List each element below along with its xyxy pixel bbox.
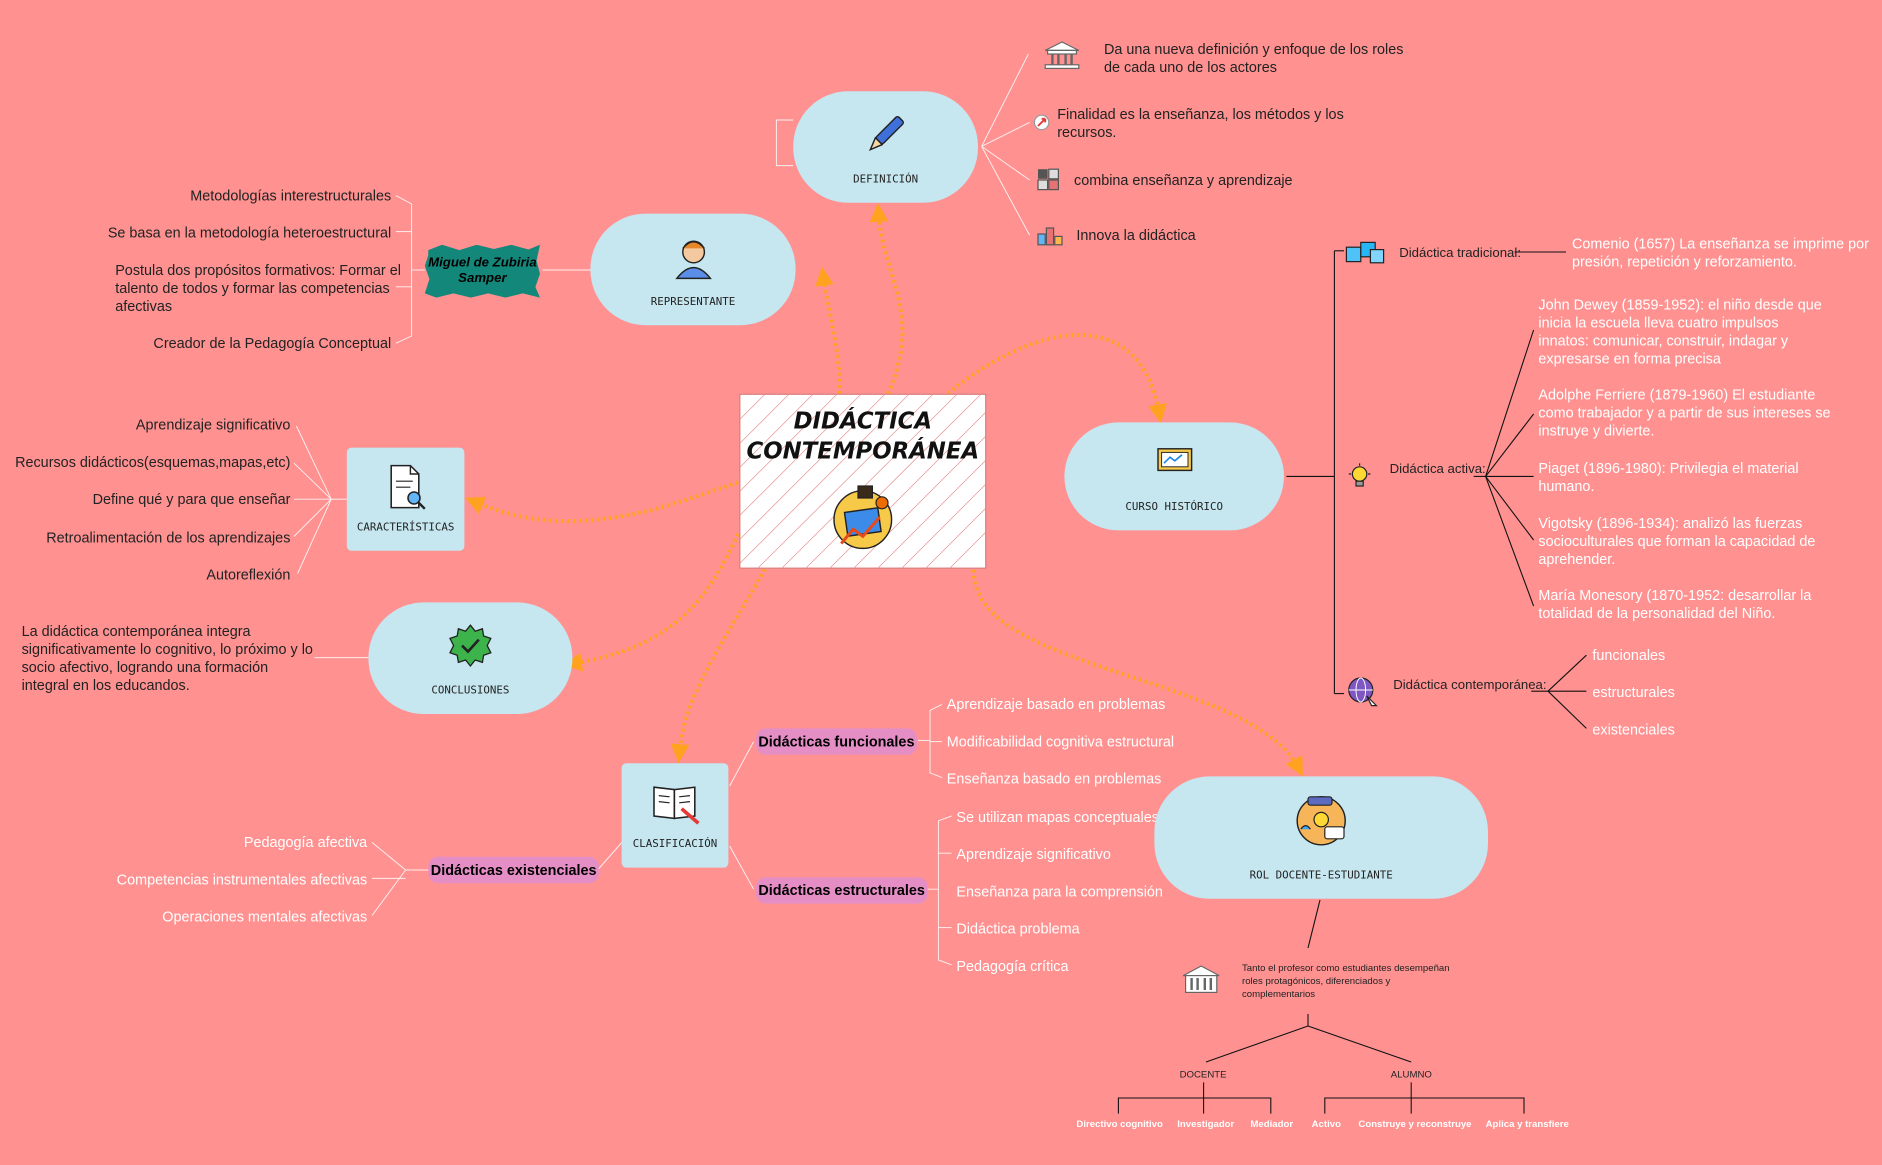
teacher-idea-icon — [1296, 796, 1346, 846]
puzzle-icon — [1037, 168, 1060, 191]
presentation-icon — [833, 485, 893, 550]
tradicional-text: Comenio (1657) La enseñanza se imprime p… — [1572, 235, 1869, 270]
caracteristicas-node[interactable]: CARACTERÍSTICAS — [346, 447, 465, 551]
funcionales-item-2: Modificabilidad cognitiva estructural — [946, 733, 1175, 750]
existenciales-item-1: Pedagogía afectiva — [243, 834, 368, 851]
representante-name-badge: Miguel de Zubiria Samper — [424, 244, 540, 298]
definicion-item-2: Finalidad es la enseñanza, los métodos y… — [1057, 105, 1344, 141]
globe-icon — [1348, 677, 1378, 707]
definicion-node[interactable]: DEFINICIÓN — [793, 91, 979, 203]
book-pencil-icon — [652, 786, 699, 825]
alumno-item-3: Aplica y transfiere — [1485, 1118, 1569, 1130]
caracteristicas-item-3: Define qué y para que enseñar — [92, 490, 291, 508]
rocket-icon — [1033, 114, 1050, 131]
rol-label: ROL DOCENTE-ESTUDIANTE — [1249, 870, 1393, 883]
funcionales-item-1: Aprendizaje basado en problemas — [946, 696, 1166, 713]
caracteristicas-item-2: Recursos didácticos(esquemas,mapas,etc) — [15, 453, 291, 471]
caracteristicas-item-4: Retroalimentación de los aprendizajes — [46, 529, 291, 546]
existenciales-tag: Didácticas existenciales — [428, 856, 599, 884]
alumno-label: ALUMNO — [1390, 1069, 1432, 1080]
cubes-icon — [1345, 241, 1385, 264]
estructurales-item-5: Pedagogía crítica — [956, 957, 1069, 975]
tradicional-label: Didáctica tradicional: — [1399, 246, 1521, 261]
activa-item-5: María Monesory (1870-1952: desarrollar l… — [1538, 586, 1812, 622]
representante-node[interactable]: REPRESENTANTE — [590, 213, 796, 326]
alumno-item-1: Activo — [1311, 1118, 1341, 1130]
caracteristicas-item-5: Autoreflexión — [206, 566, 291, 584]
docente-label: DOCENTE — [1179, 1069, 1227, 1080]
alumno-item-2: Construye y reconstruye — [1358, 1118, 1472, 1130]
conclusiones-label: CONCLUSIONES — [431, 685, 510, 698]
sketch-hatch — [740, 394, 986, 568]
museum-icon — [1044, 41, 1080, 70]
docente-item-3: Mediador — [1250, 1118, 1294, 1130]
docente-item-2: Investigador — [1177, 1118, 1235, 1130]
estructurales-tag: Didácticas estructurales — [756, 877, 928, 904]
contemporanea-item-2: estructurales — [1592, 684, 1675, 701]
caracteristicas-item-1: Aprendizaje significativo — [135, 416, 291, 434]
estructurales-item-3: Enseñanza para la comprensión — [956, 883, 1163, 901]
whiteboard-icon — [1156, 448, 1192, 472]
activa-item-3: Piaget (1896-1980): Privilegia el materi… — [1538, 459, 1799, 495]
activa-label: Didáctica activa: — [1389, 462, 1486, 477]
contemporanea-item-3: existenciales — [1592, 721, 1675, 738]
funcionales-tag: Didácticas funcionales — [756, 728, 917, 755]
representante-item-4: Creador de la Pedagogía Conceptual — [153, 334, 392, 352]
conclusiones-text: La didáctica contemporánea integra signi… — [21, 622, 313, 694]
estructurales-item-4: Didáctica problema — [956, 920, 1080, 938]
clasificacion-node[interactable]: CLASIFICACIÓN — [621, 763, 729, 868]
caracteristicas-label: CARACTERÍSTICAS — [356, 522, 455, 534]
representante-item-1: Metodologías interestructurales — [190, 187, 392, 205]
definicion-label: DEFINICIÓN — [853, 174, 919, 186]
central-node[interactable]: DIDÁCTICA CONTEMPORÁNEA — [739, 393, 987, 569]
rol-node[interactable]: ROL DOCENTE-ESTUDIANTE — [1154, 776, 1488, 899]
curso-historico-node[interactable]: CURSO HISTÓRICO — [1064, 422, 1284, 531]
funcionales-item-3: Enseñanza basado en problemas — [946, 770, 1162, 788]
representante-item-3: Postula dos propósitos formativos: Forma… — [115, 261, 401, 315]
existenciales-item-2: Competencias instrumentales afectivas — [116, 871, 368, 889]
lightbulb-icon — [1348, 463, 1371, 487]
curso-historico-label: CURSO HISTÓRICO — [1125, 501, 1223, 514]
activa-item-4: Vigotsky (1896-1934): analizó las fuerza… — [1538, 514, 1816, 568]
existenciales-item-3: Operaciones mentales afectivas — [162, 908, 368, 926]
school-building-icon — [1182, 965, 1220, 994]
activa-item-1: John Dewey (1859-1952): el niño desde qu… — [1538, 296, 1822, 368]
definicion-item-3: combina enseñanza y aprendizaje — [1074, 171, 1293, 189]
rol-text: Tanto el profesor como estudiantes desem… — [1242, 962, 1450, 1000]
definicion-item-4: Innova la didáctica — [1076, 226, 1196, 244]
pen-icon — [868, 116, 904, 152]
definicion-item-1: Da una nueva definición y enfoque de los… — [1104, 40, 1404, 76]
person-icon — [674, 240, 712, 280]
docente-item-1: Directivo cognitivo — [1076, 1118, 1163, 1130]
estructurales-item-1: Se utilizan mapas conceptuales — [956, 808, 1159, 826]
blocks-icon — [1037, 227, 1063, 246]
central-title: DIDÁCTICA CONTEMPORÁNEA — [746, 408, 980, 465]
estructurales-item-2: Aprendizaje significativo — [956, 846, 1111, 863]
contemporanea-item-1: funcionales — [1592, 646, 1666, 664]
contemporanea-label: Didáctica contemporánea: — [1393, 678, 1547, 693]
representante-item-2: Se basa en la metodología heteroestructu… — [107, 224, 392, 242]
clasificacion-label: CLASIFICACIÓN — [632, 838, 718, 851]
conclusiones-node[interactable]: CONCLUSIONES — [368, 602, 573, 714]
check-badge-icon — [449, 624, 492, 668]
document-search-icon — [390, 464, 426, 510]
representante-label: REPRESENTANTE — [650, 296, 736, 309]
activa-item-2: Adolphe Ferriere (1879-1960) El estudian… — [1538, 386, 1831, 440]
